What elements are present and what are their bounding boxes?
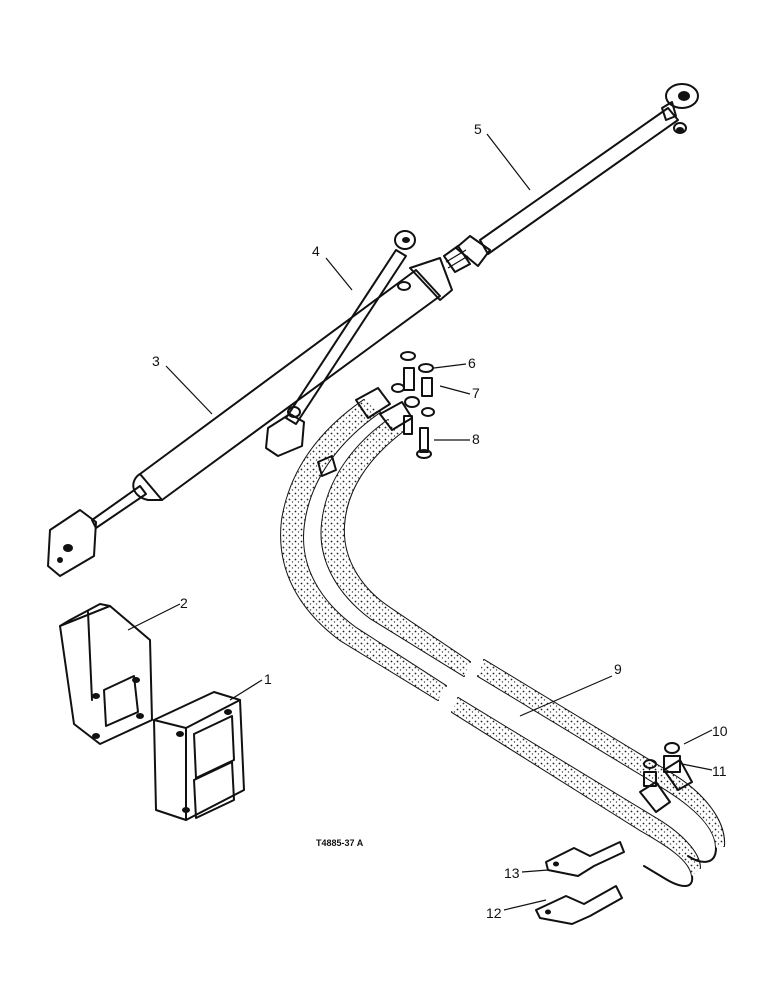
- part-4-brace-rod: [265, 230, 416, 457]
- part-9-hydraulic-hoses: [280, 387, 471, 701]
- parts-10-11-adapters: [643, 742, 681, 787]
- part-2-mounting-bracket: [59, 603, 153, 745]
- callout-2: 2: [180, 595, 188, 611]
- part-9-hydraulic-hoses-lower: [451, 659, 726, 887]
- callout-7: 7: [472, 385, 480, 401]
- leader-lines: [127, 133, 713, 911]
- callout-6: 6: [468, 355, 476, 371]
- callout-labels: 1 2 3 4 5 6 7 8 9 10 11 12 13: [152, 121, 728, 921]
- part-1-spacer-block: [153, 691, 245, 821]
- part-5-tie-rod: [443, 83, 699, 273]
- callout-5: 5: [474, 121, 482, 137]
- callout-12: 12: [486, 905, 502, 921]
- callout-11: 11: [712, 763, 727, 779]
- callout-4: 4: [312, 243, 320, 259]
- callout-13: 13: [504, 865, 520, 881]
- callout-10: 10: [712, 723, 728, 739]
- callout-9: 9: [614, 661, 622, 677]
- parts-6-7-8-fittings: [391, 351, 435, 459]
- drawing-reference: T4885-37 A: [316, 838, 364, 848]
- callout-1: 1: [264, 671, 272, 687]
- callout-3: 3: [152, 353, 160, 369]
- parts-12-13-clamp-straps: [535, 841, 625, 925]
- part-3-hydraulic-cylinder: [47, 257, 453, 577]
- callout-8: 8: [472, 431, 480, 447]
